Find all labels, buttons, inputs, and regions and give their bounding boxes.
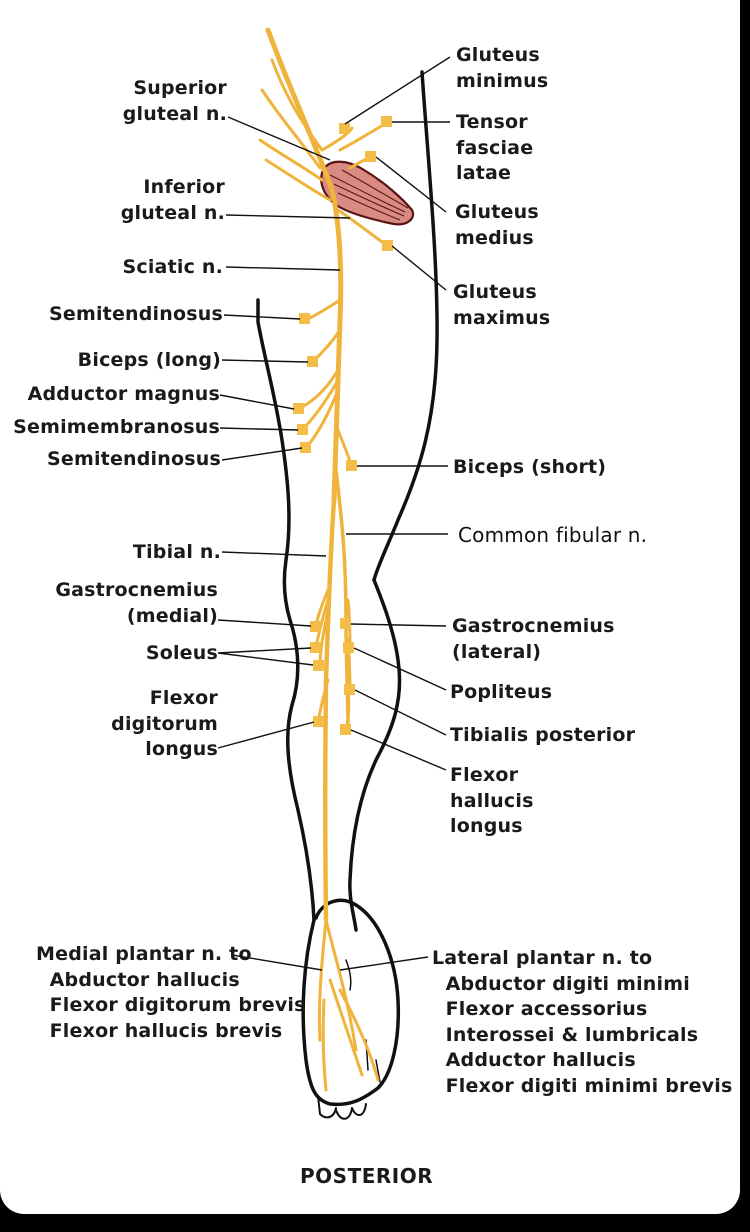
leader-flexor-digitorum-longus	[217, 721, 315, 749]
label-superior-gluteal-n: Superior gluteal n.	[122, 77, 227, 125]
plantar-branches	[317, 918, 380, 1092]
diagram-sheet: Superior gluteal n. Inferior gluteal n. …	[0, 0, 740, 1214]
superior-gluteal-branch	[320, 120, 390, 152]
label-gluteus-maximus: Gluteus maximus	[453, 281, 551, 329]
leader-sciatic	[225, 266, 341, 271]
label-gluteus-minimus: Gluteus minimus	[456, 44, 549, 92]
leader-semimembranosus	[219, 427, 299, 431]
leader-gluteus-maximus	[391, 245, 447, 291]
label-gastrocnemius-lateral: Gastrocnemius (lateral)	[452, 615, 615, 663]
leader-gluteus-minimus	[344, 56, 451, 125]
muscle-fibres	[329, 169, 409, 221]
hamstring-branches	[298, 298, 354, 468]
label-flexor-digitorum-longus: Flexor digitorum longus	[111, 687, 218, 760]
leader-gastrocnemius-medial	[217, 619, 312, 627]
posterior-leg-nerve-diagram	[217, 27, 451, 1120]
label-inferior-gluteal-n: Inferior gluteal n.	[120, 176, 225, 224]
sciatic-nerve-trunk	[265, 27, 344, 503]
label-gastrocnemius-medial: Gastrocnemius (medial)	[55, 579, 218, 627]
label-soleus: Soleus	[145, 642, 218, 664]
foot-outline	[301, 898, 401, 1107]
medial-knee-calf-outline	[285, 618, 316, 922]
plexus-branch-upper	[258, 58, 332, 202]
label-semitendinosus-lower: Semitendinosus	[46, 448, 221, 470]
medial-thigh-outline	[256, 298, 292, 622]
label-tensor-fasciae-latae: Tensor fasciae latae	[456, 111, 534, 184]
leader-semitendinosus-2	[221, 447, 303, 461]
leader-gastrocnemius-lateral	[350, 623, 447, 627]
label-semimembranosus: Semimembranosus	[13, 416, 220, 438]
lateral-knee-calf-outline	[348, 578, 402, 932]
diagram-caption: POSTERIOR	[300, 1164, 434, 1188]
leader-semitendinosus-1	[223, 314, 301, 320]
leader-soleus	[217, 647, 314, 666]
label-common-fibular-n: Common fibular n.	[458, 523, 648, 547]
label-semitendinosus-upper: Semitendinosus	[48, 303, 223, 325]
leader-lateral-plantar	[339, 956, 429, 971]
leader-flexor-hallucis-longus	[350, 729, 447, 771]
label-tibial-n: Tibial n.	[132, 541, 221, 563]
innervation-markers	[293, 116, 393, 735]
leader-biceps-long	[221, 359, 309, 363]
leader-adductor-magnus	[219, 394, 295, 410]
label-adductor-magnus: Adductor magnus	[27, 383, 220, 405]
leader-tibialis-posterior	[354, 689, 447, 736]
label-tibialis-posterior: Tibialis posterior	[450, 724, 636, 746]
leader-lines	[217, 56, 451, 971]
label-sciatic-n: Sciatic n.	[122, 256, 223, 278]
leader-inferior-gluteal	[225, 214, 351, 219]
leg-outline	[256, 70, 439, 1120]
label-flexor-hallucis-longus: Flexor hallucis longus	[450, 764, 534, 837]
leader-superior-gluteal	[227, 116, 331, 161]
leader-tibial	[221, 551, 327, 557]
lateral-thigh-outline	[372, 70, 439, 582]
tibial-nerve	[323, 497, 337, 923]
label-lateral-plantar-n: Lateral plantar n. to Abductor digiti mi…	[432, 947, 733, 1097]
label-gluteus-medius: Gluteus medius	[455, 201, 539, 249]
label-medial-plantar-n: Medial plantar n. to Abductor hallucis F…	[36, 943, 306, 1042]
leader-gluteus-medius	[375, 156, 447, 213]
label-biceps-short: Biceps (short)	[453, 456, 607, 478]
label-popliteus: Popliteus	[450, 681, 553, 703]
toe-outline	[317, 1095, 367, 1120]
leader-popliteus	[353, 647, 447, 691]
leader-medial-plantar	[231, 954, 323, 971]
label-biceps-long: Biceps (long)	[77, 349, 221, 371]
